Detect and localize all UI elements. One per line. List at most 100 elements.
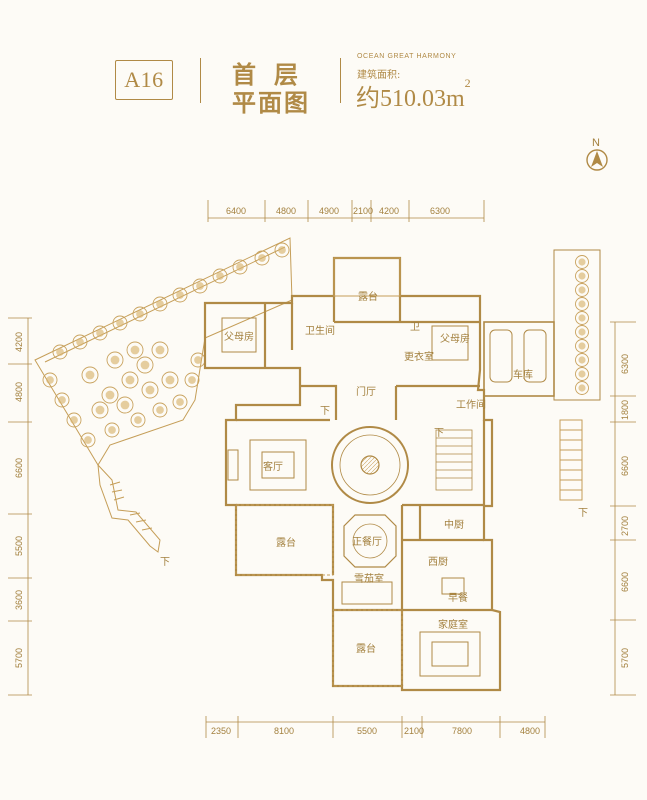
dim-right-1: 6300: [620, 354, 630, 374]
garage-structure: [483, 249, 601, 401]
area-value: 约510.03m2: [356, 76, 471, 113]
living-room-furniture: [227, 439, 307, 491]
dim-left-1: 4200: [14, 332, 24, 352]
tree-icon: [81, 366, 99, 384]
tree-icon: [141, 381, 159, 399]
room-bathroom: 卫生间: [305, 324, 335, 337]
plan-code-badge: A16: [115, 60, 173, 100]
title-line-1: 首层: [232, 61, 316, 89]
down-arrow-label-left: 下: [160, 557, 170, 568]
room-western-kitchen: 西厨: [428, 556, 448, 568]
tree-icon: [575, 255, 589, 269]
down-arrow-label-stair: 下: [434, 428, 444, 439]
tree-icon: [132, 306, 148, 322]
dim-right-2: 1800: [620, 400, 630, 420]
tree-icon: [575, 283, 589, 297]
room-study: 雪茄室: [354, 572, 384, 585]
room-restroom: 卫: [410, 322, 420, 333]
tree-icon: [184, 372, 200, 388]
bed-right: [431, 325, 469, 361]
down-arrow-label-right: 下: [578, 508, 588, 519]
room-terrace-top: 露台: [358, 290, 378, 303]
tree-icon: [52, 344, 68, 360]
tree-icon: [274, 242, 290, 258]
tree-icon: [121, 371, 139, 389]
header: A16 首层 平面图 OCEAN GREAT HARMONY 建筑面积: 约51…: [0, 0, 647, 120]
room-terrace-left: 露台: [276, 536, 296, 549]
right-stair: [559, 419, 583, 501]
tree-icon: [112, 315, 128, 331]
dim-bottom-6: 4800: [520, 726, 540, 736]
bed-left: [221, 317, 257, 353]
tree-icon: [190, 352, 206, 368]
dim-top-3: 4900: [319, 206, 339, 216]
north-arrow-icon: [586, 149, 608, 171]
tree-icon: [136, 356, 154, 374]
dim-left-4: 5500: [14, 536, 24, 556]
dim-bottom-2: 8100: [274, 726, 294, 736]
tree-icon: [106, 351, 124, 369]
tree-icon: [66, 412, 82, 428]
dim-bottom-5: 7800: [452, 726, 472, 736]
dim-top-1: 6400: [226, 206, 246, 216]
rotunda: [331, 426, 409, 504]
tree-icon: [72, 334, 88, 350]
terrace-left-area: [235, 504, 334, 576]
dimension-line-left: [8, 317, 32, 696]
tree-icon: [232, 259, 248, 275]
dim-top-2: 4800: [276, 206, 296, 216]
dim-left-2: 4800: [14, 382, 24, 402]
dim-right-4: 2700: [620, 516, 630, 536]
tree-icon: [575, 269, 589, 283]
tree-icon: [130, 412, 146, 428]
tree-icon: [254, 250, 270, 266]
room-dining: 正餐厅: [352, 535, 382, 548]
tree-icon: [116, 396, 134, 414]
main-stair: [435, 429, 473, 491]
tree-icon: [575, 353, 589, 367]
tree-icon: [126, 341, 144, 359]
tree-icon: [92, 325, 108, 341]
room-chinese-kitchen: 中厨: [444, 518, 464, 531]
brand-name: OCEAN GREAT HARMONY: [357, 53, 457, 60]
room-living: 客厅: [263, 460, 283, 473]
dining-table: [343, 514, 397, 568]
dim-bottom-1: 2350: [211, 726, 231, 736]
garden-trees: [42, 242, 290, 448]
breakfast-table: [441, 577, 465, 595]
room-breakfast: 早餐: [448, 591, 468, 604]
tree-icon: [575, 297, 589, 311]
tree-icon: [80, 432, 96, 448]
study-furniture: [341, 581, 393, 605]
room-family: 家庭室: [438, 618, 468, 631]
title-line-2: 平面图: [232, 89, 310, 117]
tree-icon: [161, 371, 179, 389]
room-foyer: 门厅: [356, 385, 376, 398]
dimension-line-right: [610, 321, 636, 696]
header-divider: [200, 58, 202, 103]
room-dressing: 更衣室: [404, 350, 434, 363]
room-parents-right: 父母房: [440, 332, 470, 345]
dim-left-6: 5700: [14, 648, 24, 668]
garden-stair: [97, 463, 161, 553]
terrace-bottom-area: [332, 609, 403, 687]
room-garage: 车库: [513, 368, 533, 381]
dim-top-6: 6300: [430, 206, 450, 216]
tree-icon: [172, 287, 188, 303]
room-terrace-bottom: 露台: [356, 642, 376, 655]
dim-left-3: 6600: [14, 458, 24, 478]
tree-icon: [172, 394, 188, 410]
tree-icon: [212, 268, 228, 284]
dimension-line-bottom: [205, 716, 546, 738]
tree-icon: [104, 422, 120, 438]
area-number: 约510.03m: [356, 86, 465, 112]
tree-icon: [192, 278, 208, 294]
north-label: N: [592, 137, 600, 149]
tree-icon: [575, 339, 589, 353]
dim-top-4: 2100: [353, 206, 373, 216]
dimension-line-top: [207, 200, 485, 222]
dim-right-6: 5700: [620, 648, 630, 668]
tree-icon: [91, 401, 109, 419]
tree-icon: [152, 296, 168, 312]
